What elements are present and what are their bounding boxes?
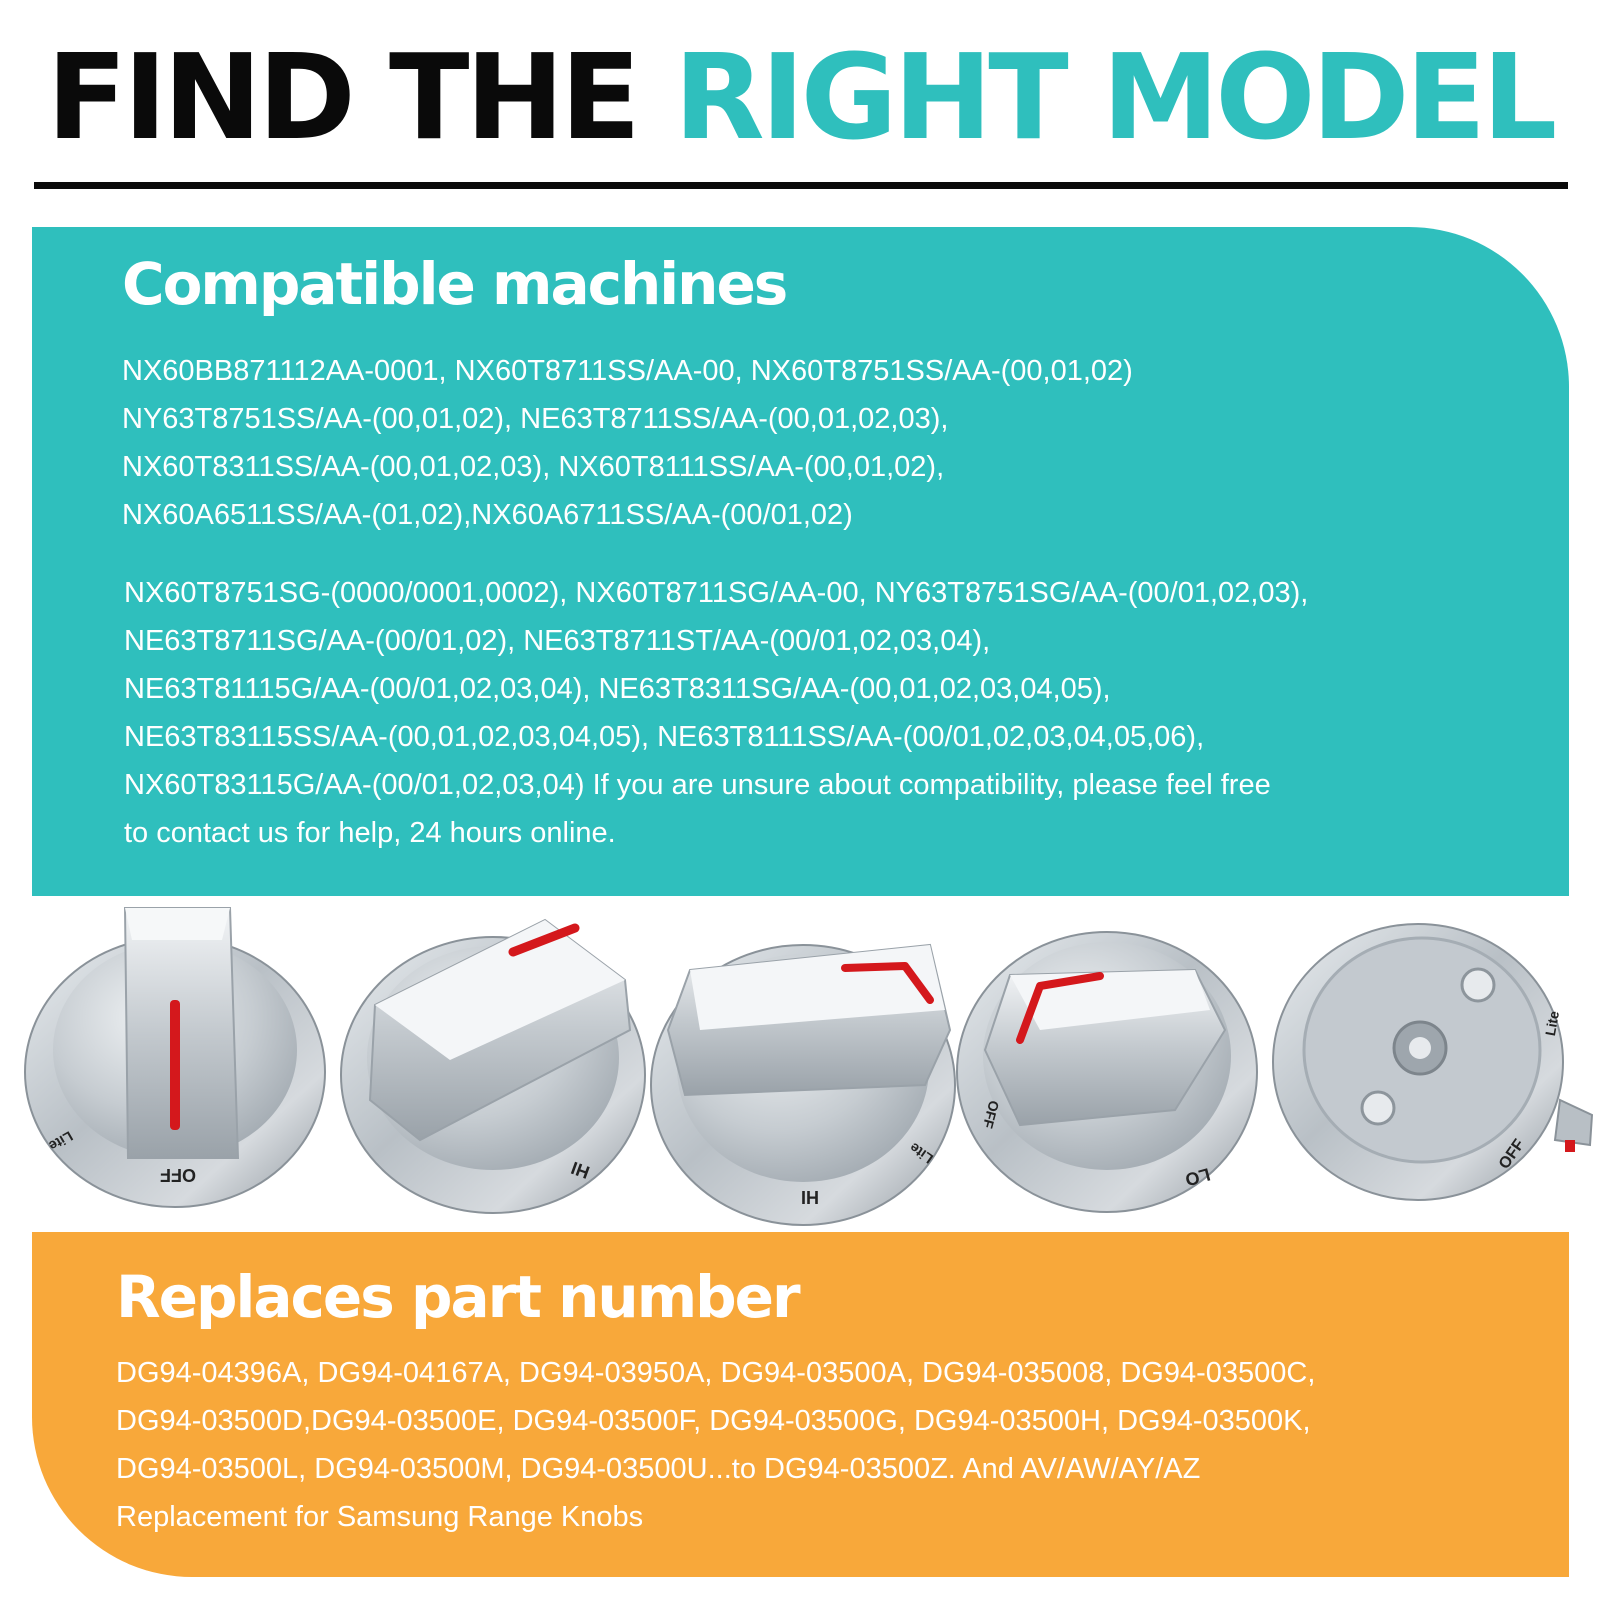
knob-icon: LO OFF xyxy=(956,931,1258,1213)
model-line: NX60A6511SS/AA-(01,02),NX60A6711SS/AA-(0… xyxy=(122,499,853,531)
knob-icon: HI Lite xyxy=(650,943,956,1226)
compatible-machines-title: Compatible machines xyxy=(122,250,788,318)
knob-icon: OFF Lite xyxy=(24,907,326,1208)
model-line: NX60T8311SS/AA-(00,01,02,03), NX60T8111S… xyxy=(122,451,945,483)
knob-product-row: OFF Lite HI HI Lite xyxy=(0,900,1600,1230)
headline-part-2: RIGHT MODEL xyxy=(673,28,1557,166)
model-line: NE63T81115G/AA-(00/01,02,03,04), NE63T83… xyxy=(124,673,1111,705)
model-line: to contact us for help, 24 hours online. xyxy=(124,817,616,849)
part-line: DG94-03500D,DG94-03500E, DG94-03500F, DG… xyxy=(116,1405,1311,1437)
replaces-part-title: Replaces part number xyxy=(116,1263,801,1331)
model-line: NX60BB871112AA-0001, NX60T8711SS/AA-00, … xyxy=(122,355,1133,387)
headline-part-1: FIND THE xyxy=(46,28,674,166)
compatible-models-group-2: NX60T8751SG-(0000/0001,0002), NX60T8711S… xyxy=(124,569,1308,857)
knob-icon: HI xyxy=(340,918,646,1214)
model-line: NE63T8711SG/AA-(00/01,02), NE63T8711ST/A… xyxy=(124,625,991,657)
knob-base-icon: OFF Lite xyxy=(1272,923,1594,1201)
knob-label: Lite xyxy=(1542,1009,1562,1037)
part-line: Replacement for Samsung Range Knobs xyxy=(116,1501,644,1533)
part-line: DG94-04396A, DG94-04167A, DG94-03950A, D… xyxy=(116,1357,1316,1389)
model-line: NX60T83115G/AA-(00/01,02,03,04) If you a… xyxy=(124,769,1271,801)
replaces-part-panel: Replaces part number DG94-04396A, DG94-0… xyxy=(32,1232,1569,1577)
model-line: NE63T83115SS/AA-(00,01,02,03,04,05), NE6… xyxy=(124,721,1205,753)
replaces-part-list: DG94-04396A, DG94-04167A, DG94-03950A, D… xyxy=(116,1349,1315,1541)
knob-label: OFF xyxy=(980,1099,1003,1131)
model-line: NX60T8751SG-(0000/0001,0002), NX60T8711S… xyxy=(124,577,1309,609)
headline-divider xyxy=(34,182,1568,189)
part-line: DG94-03500L, DG94-03500M, DG94-03500U...… xyxy=(116,1453,1201,1485)
knob-label: HI xyxy=(801,1187,819,1207)
compatible-machines-panel: Compatible machines NX60BB871112AA-0001,… xyxy=(32,227,1569,896)
model-line: NY63T8751SS/AA-(00,01,02), NE63T8711SS/A… xyxy=(122,403,949,435)
knob-label: OFF xyxy=(160,1165,196,1185)
page-headline: FIND THE RIGHT MODEL xyxy=(0,38,1600,156)
compatible-models-group-1: NX60BB871112AA-0001, NX60T8711SS/AA-00, … xyxy=(122,347,1133,539)
knob-label: HI xyxy=(568,1158,592,1183)
